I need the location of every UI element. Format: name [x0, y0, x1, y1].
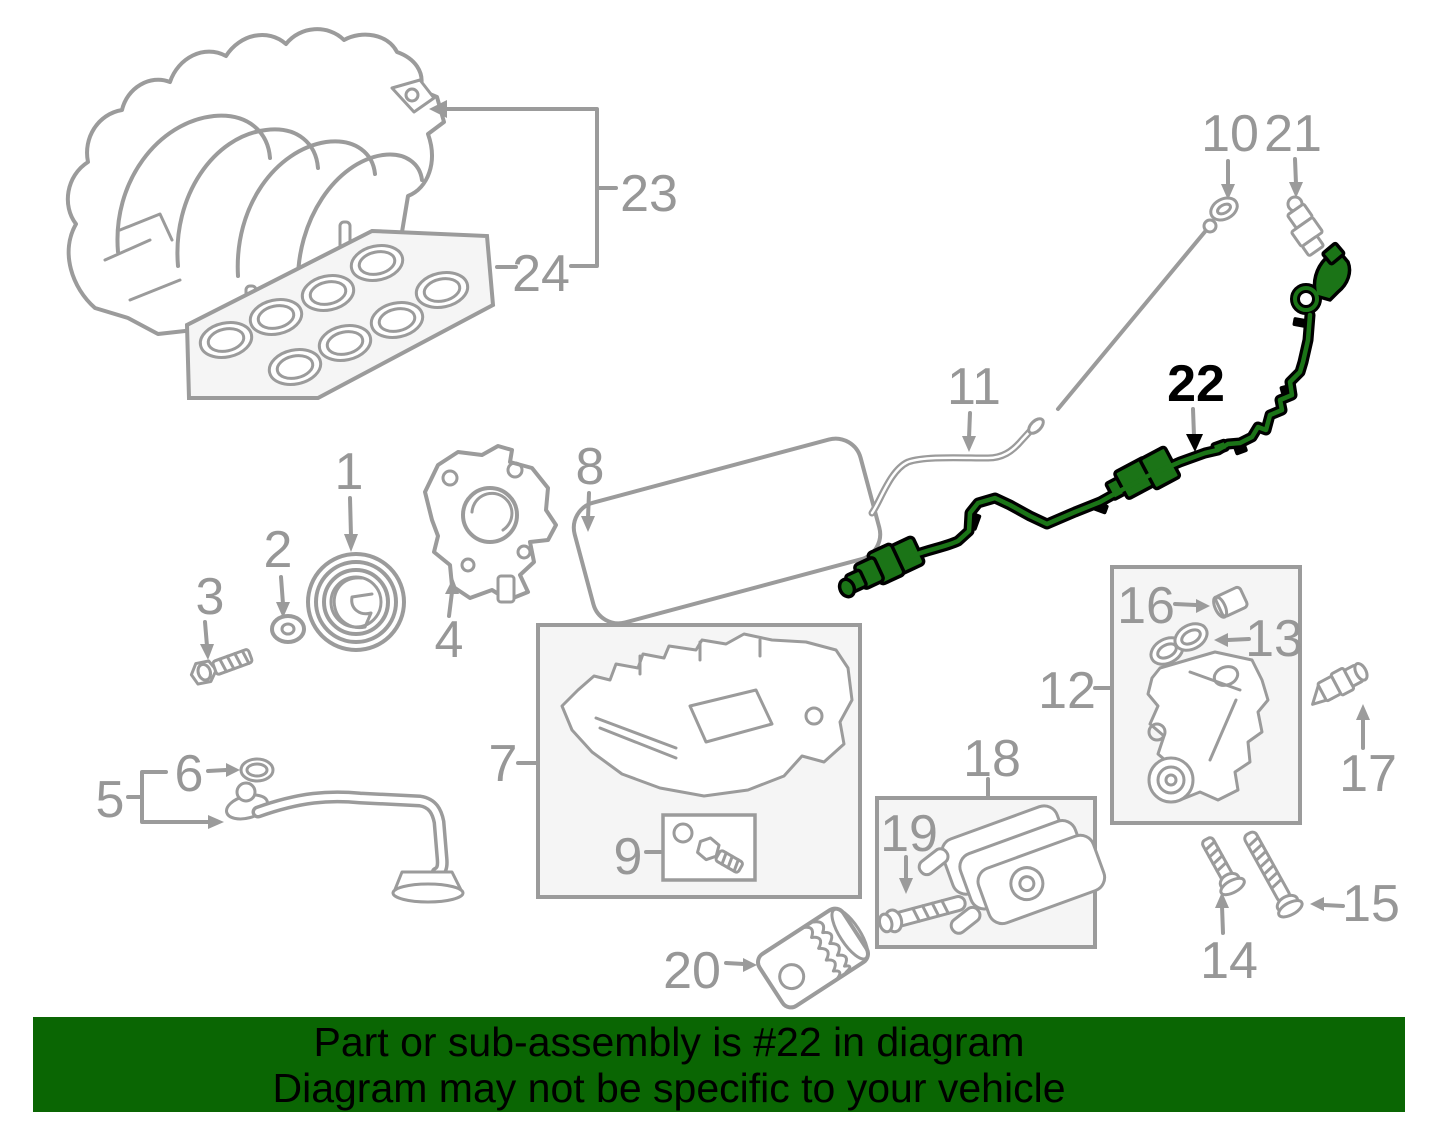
callout-24: 24: [512, 245, 570, 303]
callout-13: 13: [1245, 610, 1303, 668]
bolt-15: [1243, 830, 1304, 919]
callout-23-arrowhead: [429, 100, 447, 118]
callout-2: 2: [264, 521, 293, 579]
dipstick-tube: [868, 417, 1045, 517]
callout-22-arrowhead: [1186, 434, 1203, 452]
highlight-banner: Part or sub-assembly is #22 in diagram D…: [33, 1017, 1405, 1112]
callout-4: 4: [435, 611, 464, 669]
callout-18: 18: [963, 730, 1021, 788]
callout-16: 16: [1117, 577, 1175, 635]
callout-22: 22: [1167, 355, 1225, 413]
callout-7: 7: [489, 735, 518, 793]
callout-19: 19: [880, 805, 938, 863]
harness-elbow-connector: [1312, 248, 1352, 302]
callout-15: 15: [1342, 875, 1400, 933]
callout-11: 11: [947, 358, 1001, 416]
oil-filter: [756, 906, 870, 1010]
valley-gasket: [571, 436, 883, 626]
callout-labels: 1 2 3 4 5 6 7 8 9 10 11 12 13 14 15 16 1…: [96, 105, 1400, 1000]
highlighted-harness-22: [837, 241, 1352, 599]
drain-plug: [696, 836, 744, 874]
bolt-14: [1201, 836, 1246, 897]
oil-pump: [423, 444, 558, 604]
oil-pressure-sensor: [1311, 662, 1369, 706]
cap-16: [1212, 585, 1249, 619]
banner-line2: Diagram may not be specific to your vehi…: [272, 1065, 1066, 1111]
callout-10: 10: [1201, 105, 1259, 163]
figure8-gasket: [1149, 622, 1209, 666]
oil-cooler: [917, 804, 1107, 935]
callout-leaders: [126, 157, 1370, 972]
callout-6: 6: [175, 745, 204, 803]
callout-23: 23: [620, 165, 678, 223]
callout-9: 9: [614, 828, 643, 886]
crankshaft-pulley: [306, 552, 406, 652]
oil-dipstick: [1056, 196, 1239, 411]
filter-adapter-housing: [1146, 650, 1270, 804]
callout-5: 5: [96, 771, 125, 829]
gasket-ovals: [198, 244, 470, 386]
cooler-stud: [877, 895, 967, 934]
callout-21: 21: [1264, 105, 1322, 163]
callout-12: 12: [1038, 662, 1096, 720]
pulley-washer: [270, 614, 306, 644]
callout-23-24-bracket: [429, 100, 618, 269]
pulley-bolt: [189, 648, 254, 686]
callout-17: 17: [1339, 745, 1397, 803]
manifold-gasket-plate: [184, 228, 496, 400]
oil-pan-panel: [536, 623, 862, 899]
harness-end-plug: [837, 535, 926, 599]
banner-line1: Part or sub-assembly is #22 in diagram: [313, 1019, 1025, 1065]
oil-cooler-panel: [875, 796, 1107, 949]
callout-8: 8: [576, 438, 605, 496]
oil-pickup-tube: [225, 757, 465, 904]
callout-14: 14: [1200, 932, 1258, 990]
sensor-21: [1286, 195, 1325, 257]
callout-1: 1: [335, 443, 364, 501]
callout-3: 3: [196, 568, 225, 626]
adapter-panel: [1110, 565, 1302, 825]
callout-20: 20: [663, 942, 721, 1000]
